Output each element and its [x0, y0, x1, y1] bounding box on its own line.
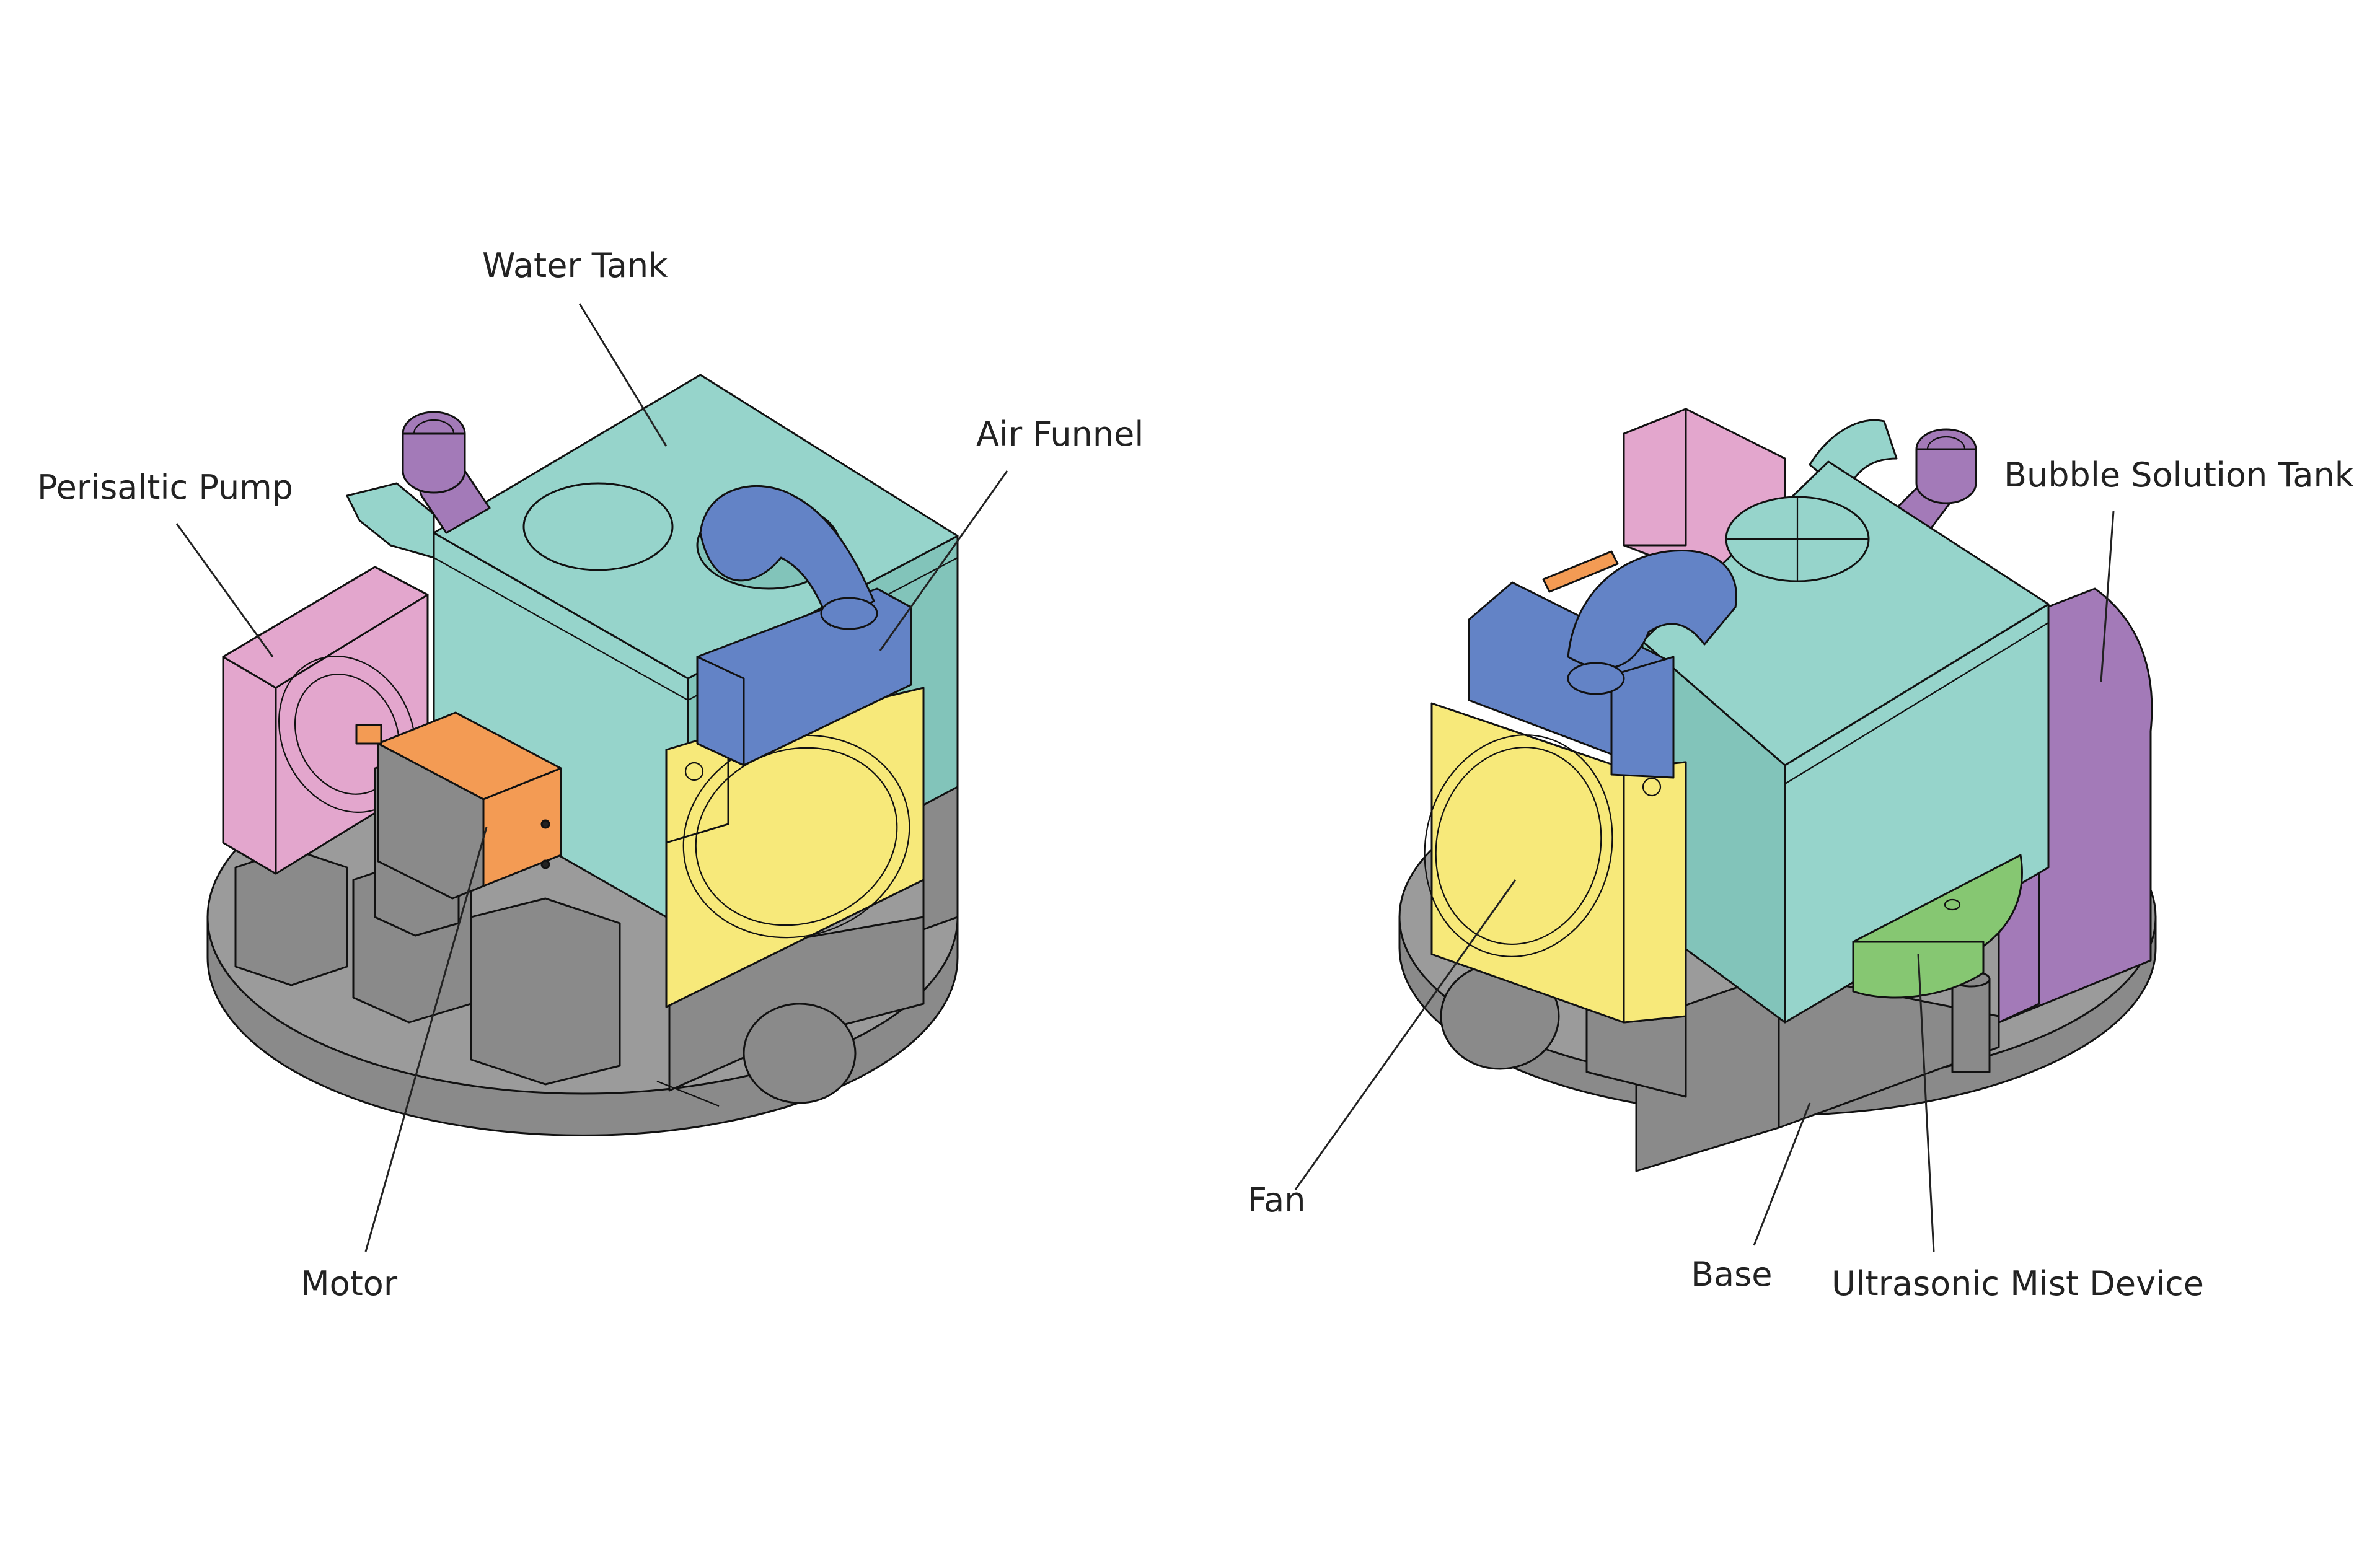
label-mist: Ultrasonic Mist Device	[1831, 1264, 2204, 1303]
label-pump: Perisaltic Pump	[37, 468, 293, 507]
leader-bubble-tank	[2100, 511, 2115, 682]
label-motor: Motor	[301, 1264, 398, 1303]
leader-pump	[175, 523, 274, 657]
leader-base	[1753, 1102, 1811, 1246]
right-fan-blade-ring	[1424, 734, 1613, 957]
left-roller	[743, 1003, 857, 1104]
left-bubble-pipe	[402, 411, 491, 534]
left-block-1	[234, 848, 348, 986]
left-air-funnel-elbow	[699, 485, 875, 627]
left-block-3	[470, 897, 621, 1086]
leader-water-tank	[578, 303, 668, 447]
leader-motor	[364, 827, 488, 1252]
callout-labels: Water Tank Air Funnel Perisaltic Pump Mo…	[37, 246, 2355, 1303]
right-block-2	[1778, 972, 2000, 1129]
left-air-funnel	[696, 485, 912, 766]
left-water-pipe	[346, 482, 435, 559]
left-assembly	[206, 374, 959, 1136]
right-air-funnel	[1468, 550, 1737, 779]
leader-mist	[1917, 954, 1935, 1252]
leader-lines	[175, 303, 2115, 1252]
leader-fan	[1294, 879, 1517, 1190]
label-bubble-tank: Bubble Solution Tank	[2004, 455, 2355, 494]
left-motor	[355, 711, 562, 937]
leader-air-funnel	[879, 470, 1008, 651]
right-air-funnel-elbow	[1567, 550, 1737, 669]
label-water-tank: Water Tank	[482, 246, 668, 285]
left-tank-opening	[522, 482, 674, 571]
label-fan: Fan	[1248, 1180, 1305, 1219]
label-air-funnel: Air Funnel	[976, 415, 1144, 454]
label-base: Base	[1691, 1255, 1773, 1294]
right-assembly	[1398, 408, 2157, 1172]
